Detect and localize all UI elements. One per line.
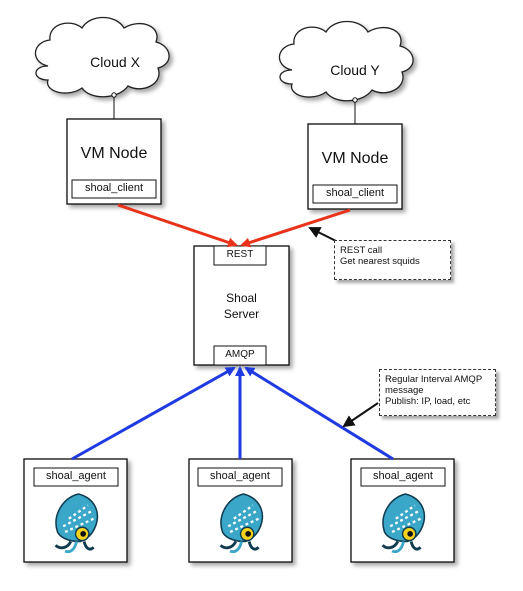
amqp-note-pointer	[342, 402, 379, 428]
cloud-x-icon	[34, 16, 170, 98]
rest-note: REST call Get nearest squids	[334, 240, 451, 280]
vm-node-y-client-label: shoal_client	[325, 187, 385, 199]
rest-arrow-from-x	[117, 203, 238, 248]
vm-node-y-client-box	[312, 184, 398, 204]
amqp-note-line2: message	[385, 385, 424, 396]
server-title-line2: Server	[223, 307, 260, 321]
rest-port-box	[213, 245, 267, 266]
amqp-arrow-from-agent-1	[71, 366, 236, 461]
agent-3-label-box	[360, 467, 446, 487]
amqp-port-box	[213, 345, 267, 366]
amqp-note-line3: Publish: IP, load, etc	[385, 396, 471, 407]
vm-node-x-title: VM Node	[80, 145, 148, 162]
cloud-x-connector-dot	[111, 92, 117, 98]
vm-node-y-title: VM Node	[321, 150, 389, 167]
amqp-note-line1: Regular Interval AMQP	[385, 374, 483, 385]
agent-1-label-box	[33, 467, 119, 487]
rest-note-pointer	[308, 227, 337, 242]
amqp-arrow-from-agent-3	[244, 366, 394, 461]
shoal-server-box	[193, 245, 290, 366]
rest-arrow-from-y	[240, 208, 351, 248]
agent-3-label: shoal_agent	[373, 470, 433, 482]
vm-node-x-client-label: shoal_client	[84, 182, 144, 194]
rest-note-line1: REST call	[340, 245, 383, 256]
vm-node-x-client-box	[71, 179, 157, 199]
agent-2-label-box	[197, 467, 283, 487]
amqp-port-label: AMQP	[225, 349, 255, 360]
rest-note-line2: Get nearest squids	[340, 256, 420, 267]
agent-1-label: shoal_agent	[46, 470, 106, 482]
cloud-y-icon	[278, 20, 414, 102]
amqp-note: Regular Interval AMQP message Publish: I…	[379, 369, 496, 416]
rest-port-label: REST	[226, 249, 254, 260]
agent-2-label: shoal_agent	[210, 470, 270, 482]
server-title-line1: Shoal	[226, 291, 257, 305]
cloud-y-connector-dot	[352, 97, 358, 103]
cloud-y-label: Cloud Y	[330, 62, 380, 78]
cloud-x-label: Cloud X	[90, 54, 140, 70]
